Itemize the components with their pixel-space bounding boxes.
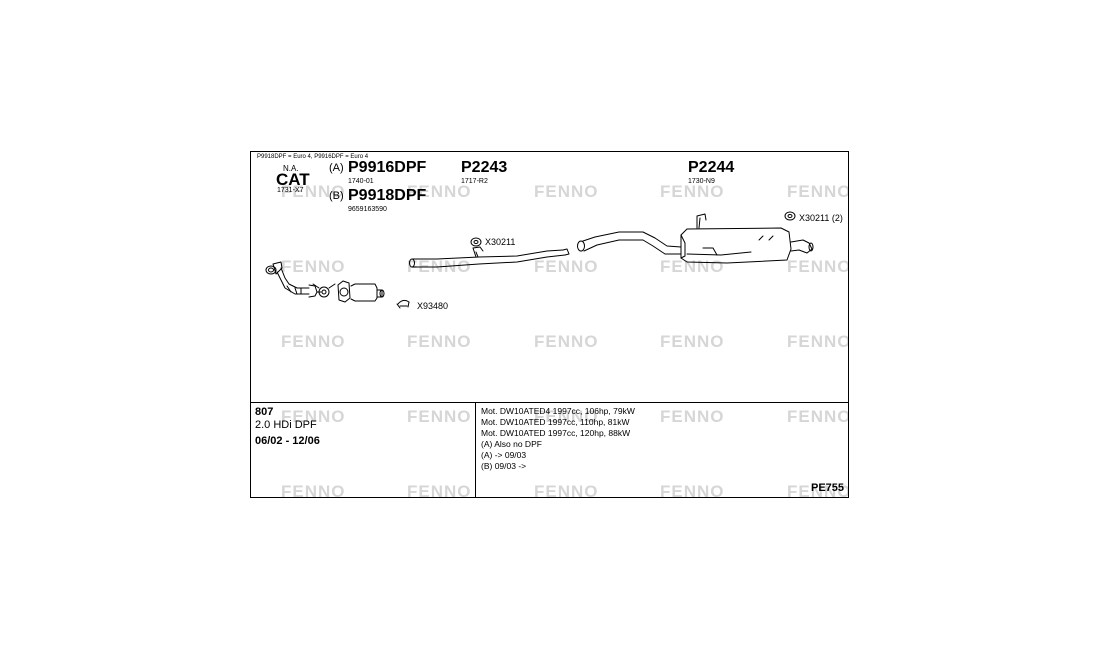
clamp-fitting[interactable] — [396, 299, 410, 309]
engine-note-line: (A) Also no DPF — [481, 439, 542, 449]
fenno-watermark: FENNO — [787, 182, 849, 201]
fenno-watermark: FENNO — [407, 482, 472, 498]
hanger-rear[interactable] — [784, 211, 796, 221]
fenno-watermark: FENNO — [534, 482, 599, 498]
hanger-mid-label[interactable]: X30211 — [485, 237, 516, 247]
fenno-watermark: FENNO — [660, 407, 725, 426]
fenno-watermark: FENNO — [407, 182, 472, 201]
cat-ref: 1731-X7 — [277, 187, 304, 194]
front-pipe[interactable] — [265, 261, 336, 298]
section-divider — [251, 402, 848, 403]
fenno-watermark: FENNO — [534, 257, 599, 276]
fenno-watermark: FENNO — [660, 482, 725, 498]
fenno-watermark: FENNO — [660, 332, 725, 351]
dpf-a-ref: 1740-01 — [348, 178, 374, 185]
exhaust-diagram-frame: FENNO FENNO FENNO FENNO FENNO FENNO FENNO FENNO… — [250, 151, 849, 498]
fenno-watermark: FENNO — [787, 407, 849, 426]
vehicle-model: 807 — [255, 406, 274, 418]
middle-pipe-ref: 1717-R2 — [461, 178, 488, 185]
dpf-b-code[interactable]: P9918DPF — [348, 187, 427, 204]
diagram-code: PE755 — [811, 482, 845, 494]
rear-box-code[interactable]: P2244 — [688, 159, 735, 176]
engine-note-line: Mot. DW10ATED 1997cc, 120hp, 88kW — [481, 428, 631, 438]
dpf-a-code[interactable]: P9916DPF — [348, 159, 427, 176]
euro-note: P9918DPF = Euro 4, P9916DPF = Euro 4 — [257, 154, 369, 160]
engine-notes: Mot. DW10ATED4 1997cc, 106hp, 79kW Mot. … — [481, 406, 635, 472]
rear-box-ref: 1730-N9 — [688, 178, 715, 185]
engine-note-line: (B) 09/03 -> — [481, 461, 527, 471]
fenno-watermark: FENNO — [281, 332, 346, 351]
catalyst-dpf-unit[interactable] — [337, 280, 385, 303]
column-divider — [475, 402, 476, 497]
engine-note-line: (A) -> 09/03 — [481, 450, 527, 460]
vehicle-engine: 2.0 HDi DPF — [255, 419, 317, 431]
dpf-b-ref: 9659163590 — [348, 206, 387, 213]
exhaust-parts-drawing — [265, 211, 814, 309]
engine-note-line: Mot. DW10ATED4 1997cc, 106hp, 79kW — [481, 406, 635, 416]
hanger-rear-label[interactable]: X30211 (2) — [799, 213, 843, 223]
fenno-watermark: FENNO — [534, 182, 599, 201]
fenno-watermark: FENNO — [660, 182, 725, 201]
cat-na-label: N.A. — [283, 164, 299, 173]
fenno-watermark: FENNO — [281, 482, 346, 498]
fenno-watermark: FENNO — [660, 257, 725, 276]
fenno-watermark: FENNO — [787, 482, 849, 498]
fenno-watermark: FENNO — [281, 257, 346, 276]
fenno-watermark: FENNO — [407, 407, 472, 426]
fenno-watermark: FENNO — [787, 332, 849, 351]
fenno-watermark: FENNO — [534, 332, 599, 351]
cat-title: CAT — [276, 170, 310, 189]
rear-box[interactable] — [577, 213, 814, 264]
engine-note-line: Mot. DW10ATED 1997cc, 110hp, 81kW — [481, 417, 630, 427]
middle-pipe[interactable] — [409, 246, 570, 268]
dpf-b-marker: (B) — [329, 190, 344, 202]
fenno-watermark: FENNO — [281, 407, 346, 426]
dpf-a-marker: (A) — [329, 162, 344, 174]
hanger-mid[interactable] — [470, 237, 482, 247]
fenno-watermark: FENNO — [407, 332, 472, 351]
middle-pipe-code[interactable]: P2243 — [461, 159, 508, 176]
vehicle-years: 06/02 - 12/06 — [255, 435, 320, 447]
clamp-label[interactable]: X93480 — [417, 301, 449, 311]
fenno-watermark: FENNO — [787, 257, 849, 276]
fenno-watermark: FENNO — [281, 182, 346, 201]
fenno-watermark: FENNO — [534, 407, 599, 426]
